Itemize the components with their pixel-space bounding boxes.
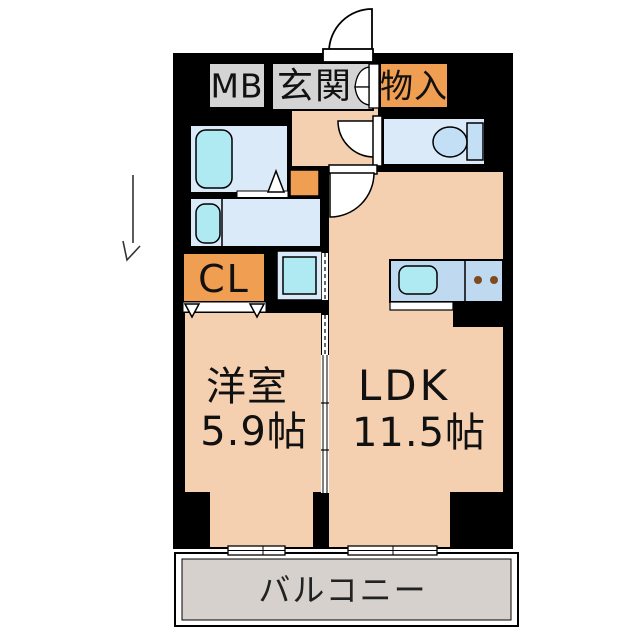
toilet-door-leaf <box>372 115 383 167</box>
entrance-doorway <box>322 48 374 63</box>
hall-storage-box <box>289 169 320 197</box>
kitchen-counter-edge <box>389 301 454 311</box>
closet-door-strip <box>182 301 267 313</box>
balcony-floor <box>181 558 512 621</box>
room-ldk-floor <box>329 172 503 547</box>
mb-label: MB <box>210 66 264 106</box>
stove-burner-icon <box>474 276 482 284</box>
ldk-door-arc <box>329 172 375 218</box>
partition-sliding-door <box>321 253 329 493</box>
entrance-door-arc <box>328 8 373 52</box>
window-ldk <box>347 545 438 556</box>
toilet-door-arc <box>337 120 375 158</box>
direction-arrow-icon <box>122 175 141 262</box>
kitchen-sink-icon <box>398 265 438 295</box>
wall-notch <box>453 302 513 327</box>
storage-double-door-icon <box>354 63 380 109</box>
bathroom-door-icon <box>266 168 286 193</box>
balcony-label: バルコニー <box>258 571 428 609</box>
toilet-bowl-icon <box>432 126 468 158</box>
entrance-label: 玄関 <box>276 66 354 107</box>
room-storage-box <box>379 62 449 109</box>
toilet-tank-icon <box>466 122 484 161</box>
storage-label: 物入 <box>380 66 448 106</box>
window-western-room <box>227 545 286 556</box>
room-western-floor <box>185 313 321 547</box>
ldk-size: 11.5帖 <box>351 410 487 456</box>
closet-door-right-icon <box>248 303 266 319</box>
sink-icon <box>195 203 221 244</box>
room-closet-box <box>182 252 266 303</box>
closet-door-left-icon <box>183 303 201 319</box>
ldk-name: LDK <box>357 361 451 410</box>
washing-machine-icon <box>282 256 317 295</box>
western-room-size: 5.9帖 <box>200 409 308 455</box>
stove-burner-icon <box>490 276 498 284</box>
closet-label: CL <box>198 257 250 301</box>
room-mb-box <box>208 62 266 109</box>
western-room-name: 洋室 <box>206 364 288 410</box>
bathtub-icon <box>195 129 233 189</box>
